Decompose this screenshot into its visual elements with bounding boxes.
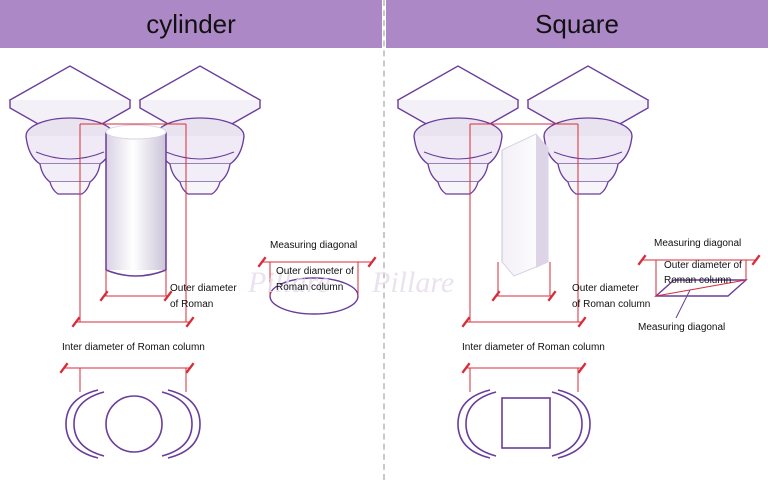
- cylinder-header: cylinder: [0, 0, 382, 48]
- right-diagonal-diagram: [637, 254, 761, 319]
- right-measuring-diagonal-top-label: Measuring diagonal: [654, 238, 742, 249]
- square-shaft: [501, 133, 549, 277]
- right-inter-diameter-label: Inter diameter of Roman column: [462, 342, 605, 353]
- left-measure-lines: [59, 123, 195, 392]
- right-capital-left: [397, 65, 519, 195]
- right-outer-diameter-full-label: Outer diameter of Roman column: [664, 260, 742, 286]
- left-inter-diameter-label: Inter diameter of Roman column: [62, 342, 205, 353]
- panel-divider: [383, 0, 385, 480]
- cylinder-shaft: [105, 124, 167, 277]
- right-outer-diameter-label: Outer diameter of Roman column: [572, 283, 651, 310]
- square-header: Square: [386, 0, 768, 48]
- cylinder-title: cylinder: [146, 8, 236, 39]
- right-plan-view: [457, 389, 591, 459]
- square-title: Square: [535, 8, 619, 39]
- watermark-left: Pillare: [247, 266, 330, 299]
- left-plan-view: [65, 389, 201, 459]
- watermark-right: Pillare: [371, 266, 454, 299]
- left-measuring-diagonal-label: Measuring diagonal: [270, 240, 358, 251]
- right-measuring-diagonal-bottom-label: Measuring diagonal: [638, 322, 726, 333]
- left-outer-diameter-full-label: Outer diameter of Roman column: [276, 266, 354, 293]
- left-outer-diameter-label: Outer diameter of Roman: [170, 283, 237, 310]
- right-measure-lines: [461, 123, 587, 392]
- left-outer-ellipse: [257, 256, 377, 315]
